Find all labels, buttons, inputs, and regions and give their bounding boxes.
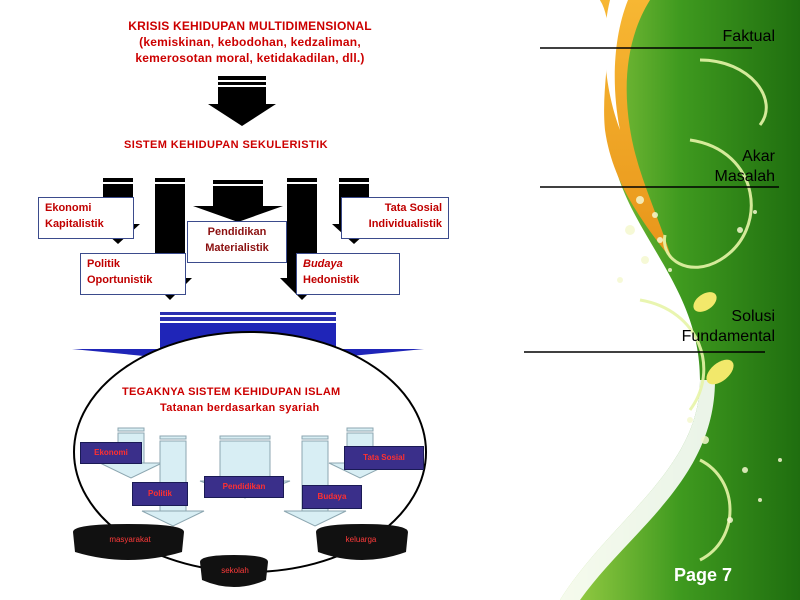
- crisis-header: KRISIS KEHIDUPAN MULTIDIMENSIONAL (kemis…: [60, 18, 440, 66]
- page-number: Page 7: [674, 565, 733, 585]
- side-lines: [524, 47, 779, 353]
- box-pendidikan-materialistik: Pendidikan Materialistik: [187, 221, 287, 263]
- faktual-text: Faktual: [722, 28, 775, 45]
- label-politik: Politik: [87, 258, 121, 270]
- label-solusi-fundamental: Solusi Fundamental: [682, 307, 775, 347]
- label-materialistik: Materialistik: [205, 242, 269, 254]
- base-shapes: [73, 524, 408, 587]
- fundamental-text: Fundamental: [681, 328, 775, 345]
- label-budaya: Budaya: [303, 258, 343, 270]
- label-tata-sosial: Tata Sosial: [384, 202, 442, 214]
- crisis-line2: (kemiskinan, kebodohan, kedzaliman,: [139, 35, 361, 49]
- crisis-line3: kemerosotan moral, ketidakadilan, dll.): [135, 51, 365, 65]
- label-oportunistik: Oportunistik: [87, 274, 153, 286]
- base-masyarakat: masyarakat: [109, 535, 151, 544]
- label-faktual: Faktual: [723, 27, 775, 47]
- label-individualistik: Individualistik: [368, 218, 442, 230]
- solusi-text: Solusi: [731, 308, 775, 325]
- islam-box-pendidikan: Pendidikan: [204, 476, 284, 498]
- base-sekolah: sekolah: [221, 566, 249, 575]
- label-ekonomi: Ekonomi: [45, 202, 92, 214]
- islam-box-tata-sosial: Tata Sosial: [344, 446, 424, 470]
- islam-box-budaya: Budaya: [302, 485, 362, 509]
- masalah-text: Masalah: [714, 168, 775, 185]
- arrow-down-1: [208, 76, 276, 126]
- label-hedonistik: Hedonistik: [303, 274, 360, 286]
- islam-title: TEGAKNYA SISTEM KEHIDUPAN ISLAM: [122, 386, 341, 398]
- box-politik-oportunistik: Politik Oportunistik: [80, 253, 186, 295]
- akar-text: Akar: [742, 148, 775, 165]
- secular-system-title: SISTEM KEHIDUPAN SEKULERISTIK: [124, 139, 328, 151]
- box-budaya-hedonistik: Budaya Hedonistik: [296, 253, 400, 295]
- base-keluarga: keluarga: [345, 535, 377, 544]
- label-akar-masalah: Akar Masalah: [715, 147, 775, 187]
- box-ekonomi-kapitalistik: Ekonomi Kapitalistik: [38, 197, 134, 239]
- crisis-title: KRISIS KEHIDUPAN MULTIDIMENSIONAL: [128, 19, 372, 33]
- islam-box-politik: Politik: [132, 482, 188, 506]
- islam-subtitle: Tatanan berdasarkan syariah: [160, 402, 320, 414]
- label-kapitalistik: Kapitalistik: [45, 218, 104, 230]
- label-pendidikan: Pendidikan: [207, 226, 267, 238]
- islam-box-ekonomi: Ekonomi: [80, 442, 142, 464]
- box-tata-sosial-individualistik: Tata Sosial Individualistik: [341, 197, 449, 239]
